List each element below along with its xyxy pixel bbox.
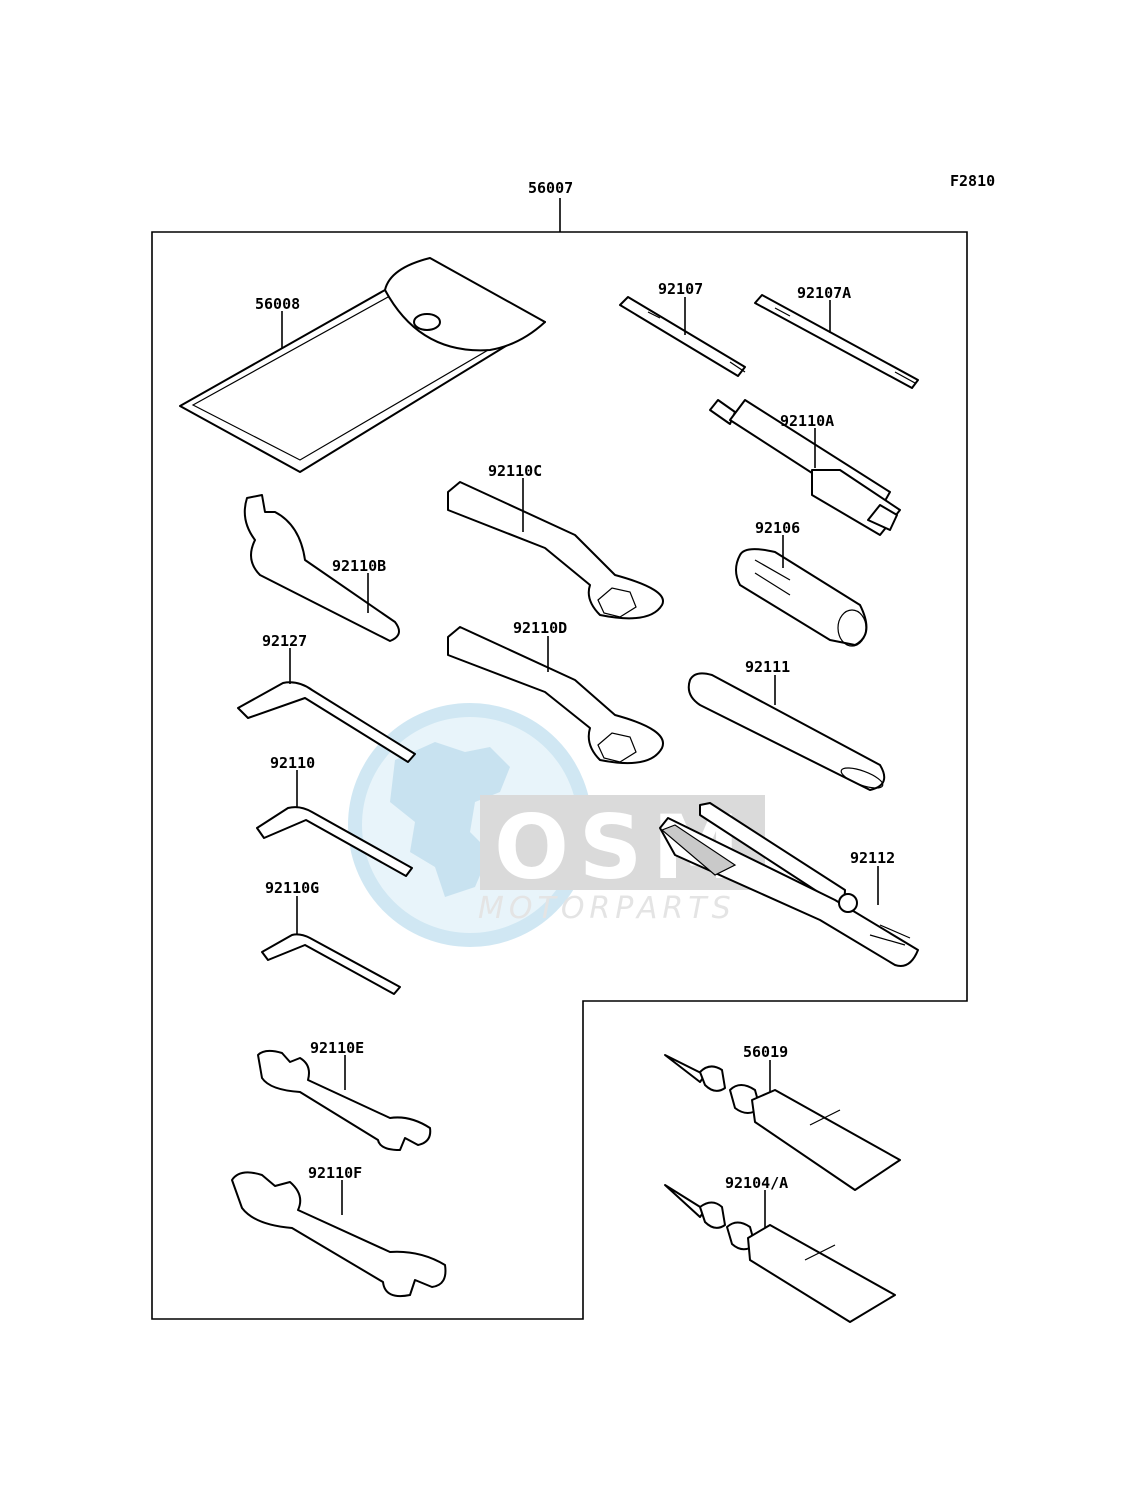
driver-b-label: 92107A [797,284,851,302]
figure-code: F2810 [950,172,995,190]
tube-a-label: 56019 [743,1043,788,1061]
open-end-wrench-icon [231,1171,447,1298]
kit-outline [151,231,968,1320]
open-e-label: 92110E [310,1039,364,1057]
screwdriver-icon [754,294,919,389]
repair-tube-icon [664,1184,896,1323]
watermark-subtitle: MOTORPARTS [478,891,736,926]
socket-handle-icon [709,399,901,536]
open-f-label: 92110F [308,1164,362,1182]
pliers-label: 92112 [850,849,895,867]
hex-key-3-label: 92110G [265,879,319,897]
tube-b-label: 92104/A [725,1174,788,1192]
extension-bar-icon [687,672,886,791]
hex-key-icon [261,933,401,995]
hook-wrench-label: 92110B [332,557,386,575]
plug-icon [735,548,868,647]
bar-label: 92111 [745,658,790,676]
ring-d-label: 92110D [513,619,567,637]
watermark: OSM MOTORPARTS [348,703,765,947]
socket-handle-label: 92110A [780,412,834,430]
ring-wrench-icon [447,626,664,765]
hex-key-1-label: 92127 [262,632,307,650]
driver-a-label: 92107 [658,280,703,298]
tool-bag-icon [179,257,546,473]
repair-tube-icon [664,1054,901,1191]
open-end-wrench-icon [257,1049,432,1151]
hex-key-icon [256,806,413,877]
plug-label: 92106 [755,519,800,537]
ring-wrench-icon [447,481,664,620]
hook-wrench-icon [243,494,400,642]
kit-label: 56007 [528,179,573,197]
ring-c-label: 92110C [488,462,542,480]
screwdriver-icon [619,296,746,377]
bag-label: 56008 [255,295,300,313]
pliers-icon [659,802,919,967]
hex-key-2-label: 92110 [270,754,315,772]
hex-key-icon [237,681,416,763]
